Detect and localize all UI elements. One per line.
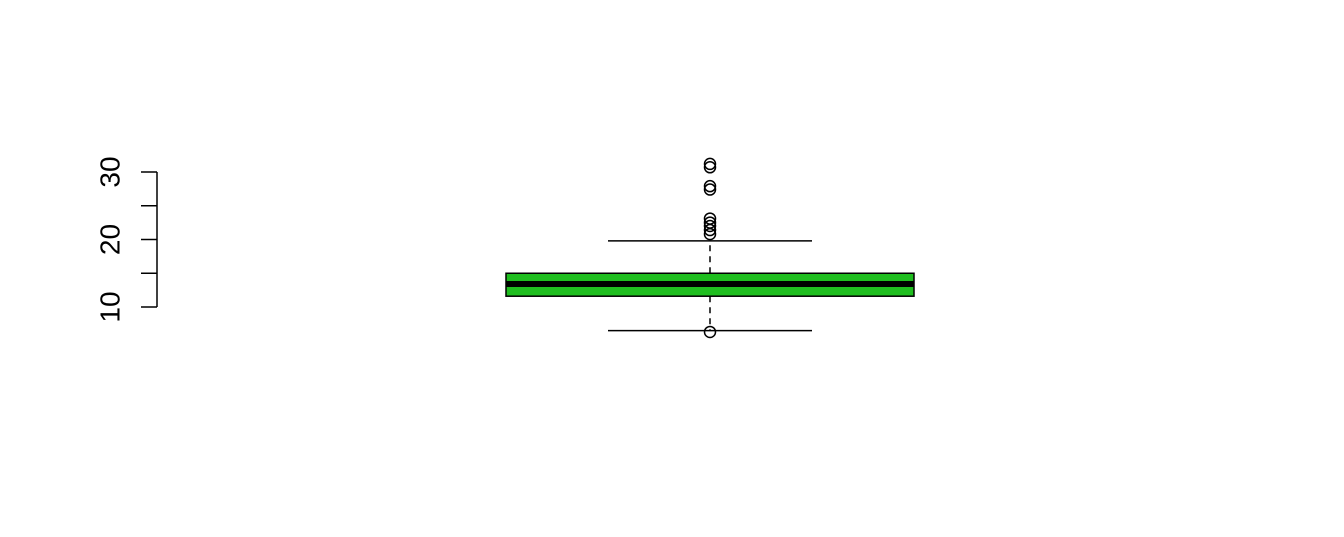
outlier-point-8 [703,161,717,174]
y-tick-label-10: 10 [94,291,125,322]
outlier-point-6 [703,183,717,196]
outliers [703,157,717,339]
y-axis: 10 20 30 [94,156,158,323]
outlier-point-3 [703,219,717,233]
outlier-point-0 [703,325,717,339]
outlier-point-7 [703,179,717,193]
outlier-point-5 [703,212,717,225]
y-tick-label-20: 20 [94,224,125,255]
outlier-point-9 [703,157,717,171]
y-tick-label-30: 30 [94,156,125,187]
boxplot-series [505,240,915,332]
outlier-point-4 [703,216,717,229]
